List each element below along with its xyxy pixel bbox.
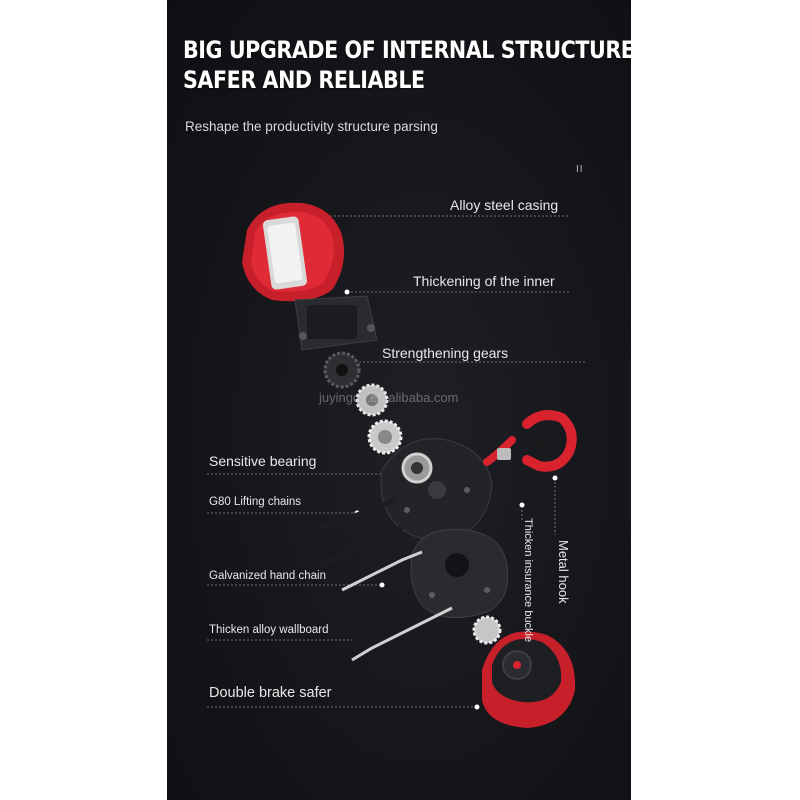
headline-line-2: SAFER AND RELIABLE	[183, 66, 425, 94]
brake-gear-part	[472, 615, 502, 645]
callout-bearing: Sensitive bearing	[209, 453, 317, 469]
alloy-steel-casing-part	[242, 202, 345, 302]
callout-lifting-chains: G80 Lifting chains	[209, 496, 302, 508]
wallboard-part	[410, 528, 509, 619]
watermark: juyingdz.en.alibaba.com	[319, 390, 459, 405]
hand-chain-part	[341, 550, 453, 662]
exploded-hoist-illustration	[207, 202, 587, 728]
strengthening-gears-part	[323, 351, 403, 455]
inner-plate-part	[294, 295, 378, 351]
callout-inner: Thickening of the inner	[413, 273, 555, 289]
leader-lines	[207, 215, 587, 708]
headline-line-1: BIG UPGRADE OF INTERNAL STRUCTURE	[183, 36, 631, 64]
subtitle: Reshape the productivity structure parsi…	[185, 119, 438, 134]
metal-hook-part	[483, 410, 577, 472]
bearing-housing-part	[380, 438, 493, 541]
pause-icon: II	[576, 164, 584, 175]
callout-wallboard: Thicken alloy wallboard	[209, 624, 329, 636]
callout-gears: Strengthening gears	[382, 345, 509, 361]
product-banner: BIG UPGRADE OF INTERNAL STRUCTURE SAFER …	[167, 0, 631, 800]
callout-buckle: Thicken insurance buckle	[522, 518, 534, 643]
callout-brake: Double brake safer	[209, 685, 332, 701]
double-brake-part	[482, 631, 576, 728]
callout-hook: Metal hook	[556, 540, 571, 604]
callout-casing: Alloy steel casing	[450, 197, 559, 213]
callout-hand-chain: Galvanized hand chain	[209, 570, 326, 582]
lifting-chain-part	[316, 497, 404, 568]
